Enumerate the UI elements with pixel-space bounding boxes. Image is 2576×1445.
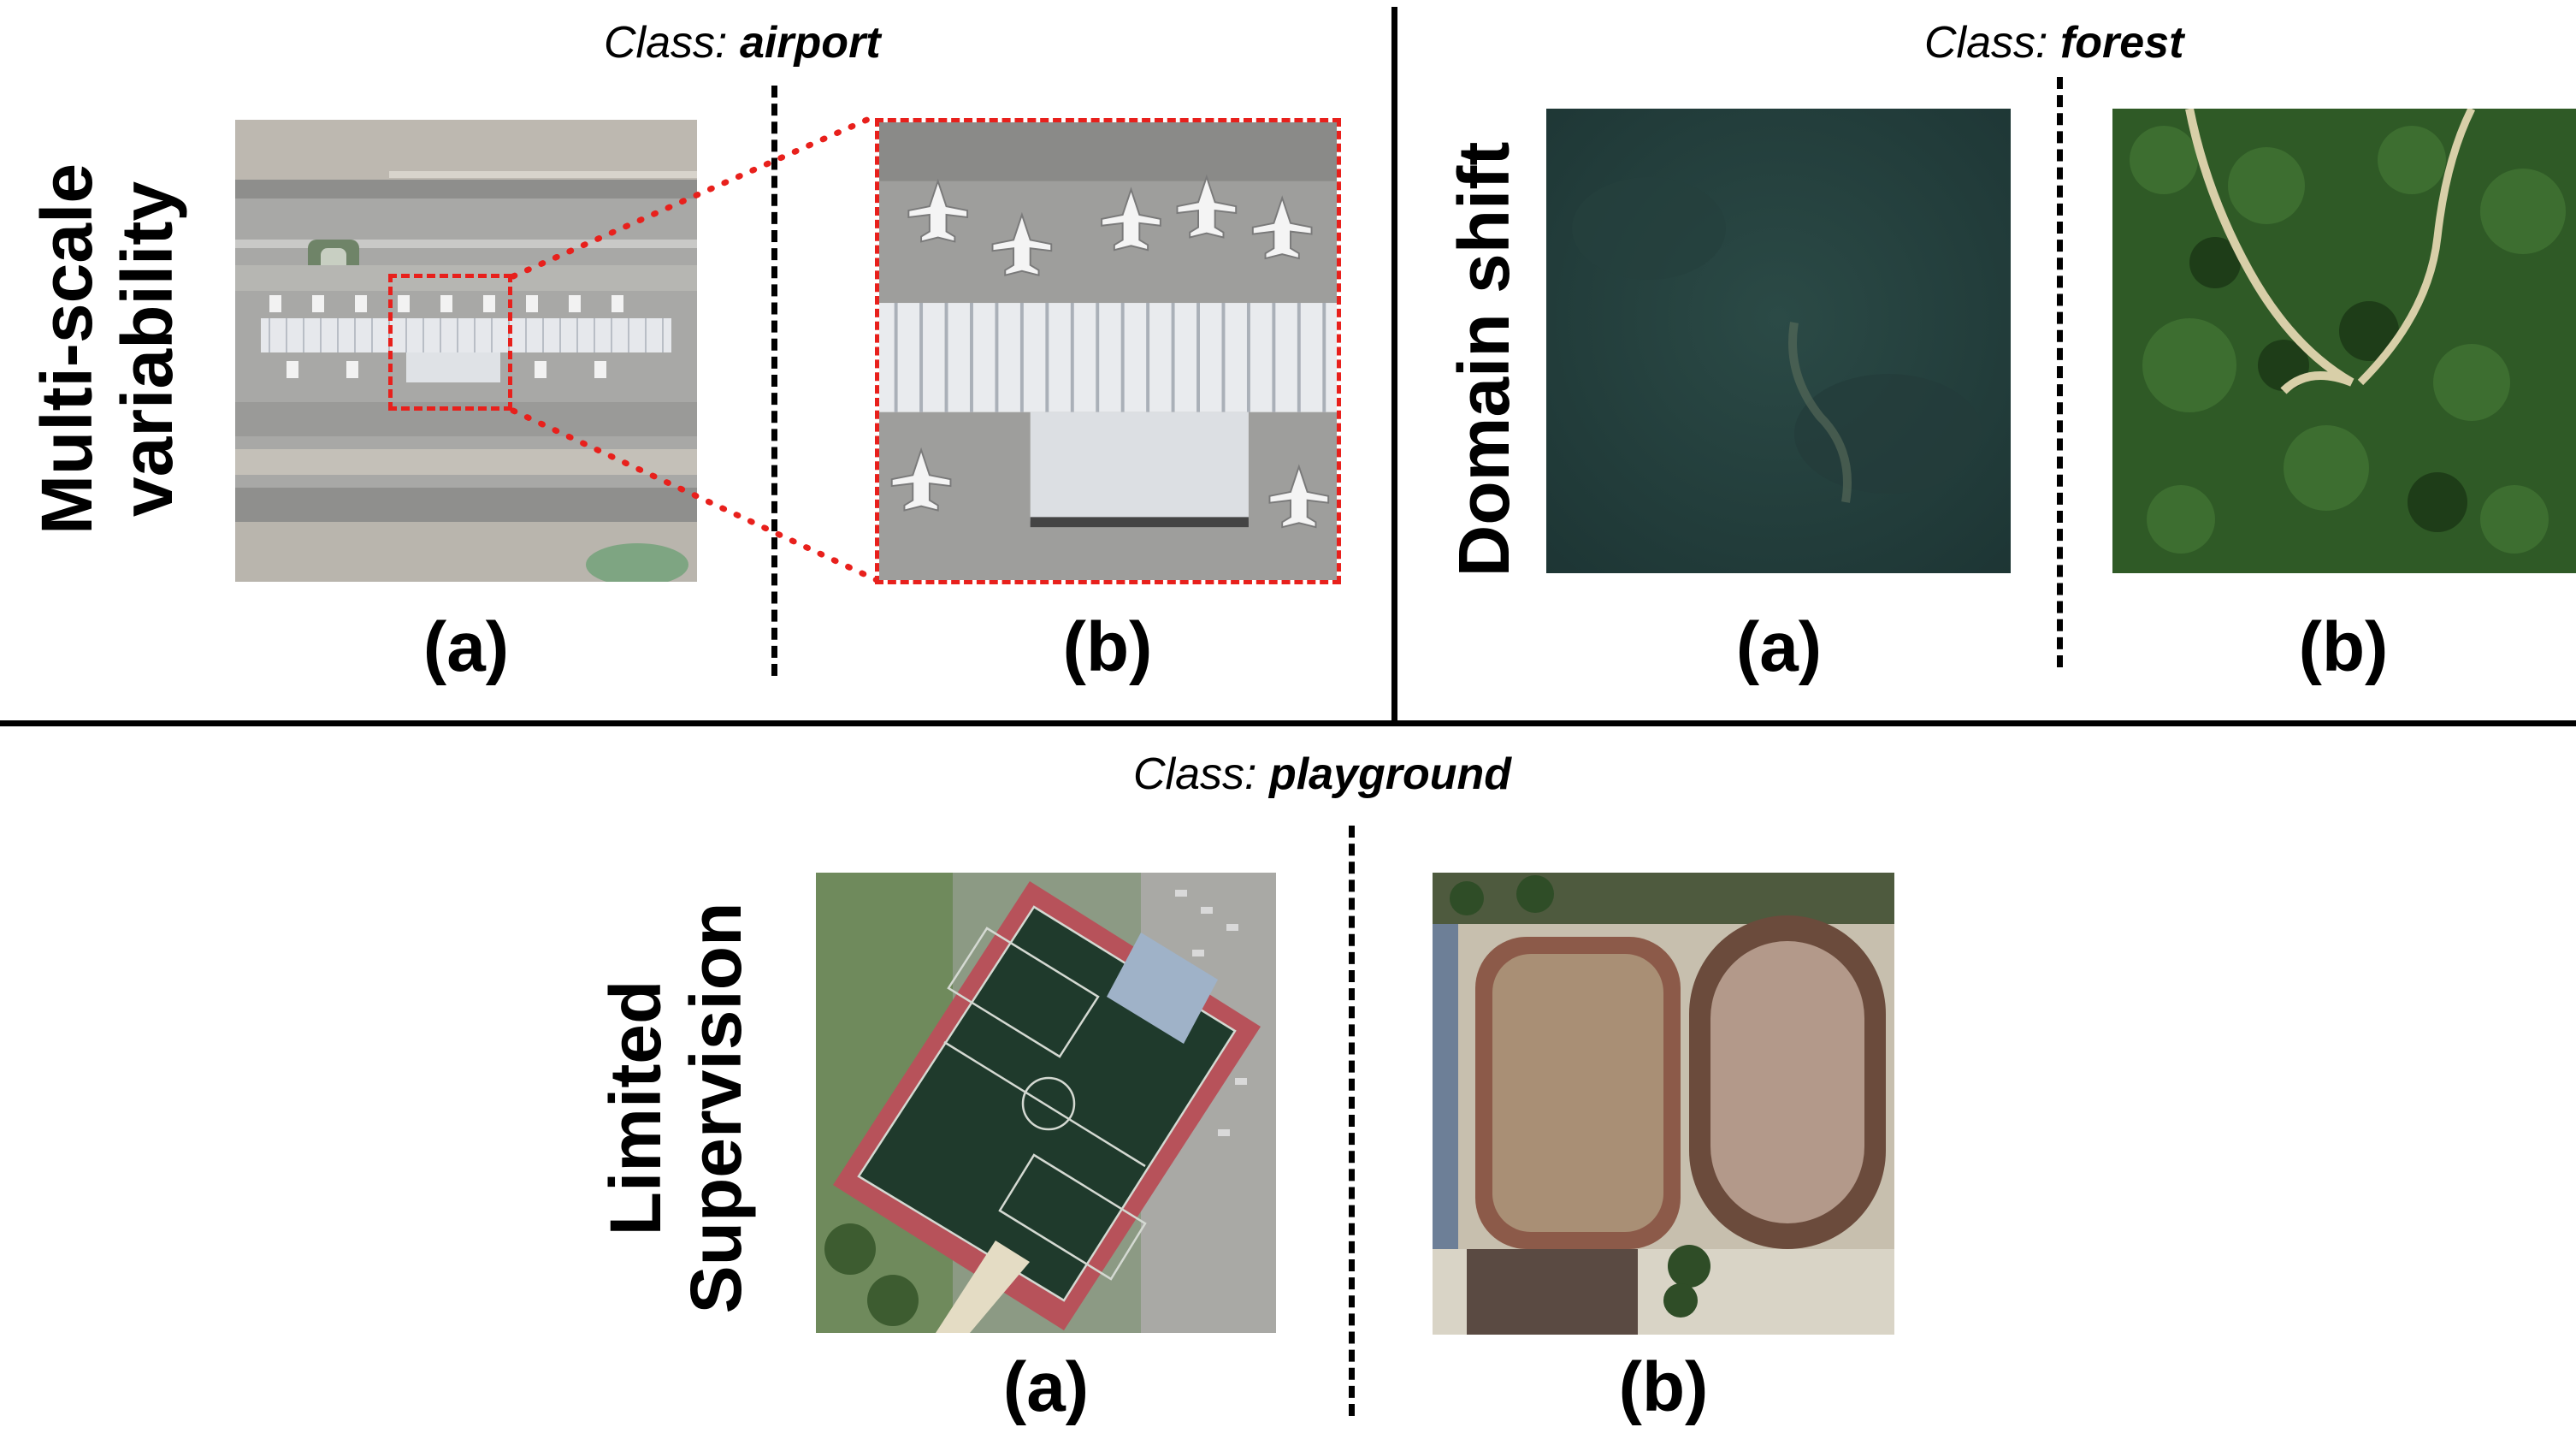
class-title-airport: Class: airport — [604, 17, 881, 68]
subfigure-label-airport-a: (a) — [422, 608, 510, 686]
subfigure-label-forest-a: (a) — [1735, 608, 1823, 686]
class-prefix: Class: — [604, 18, 728, 68]
subfigure-label-airport-b: (b) — [1062, 608, 1153, 686]
class-prefix: Class: — [1133, 749, 1257, 799]
class-name: forest — [2059, 18, 2184, 68]
subfigure-label-forest-b: (b) — [2298, 608, 2389, 686]
horizontal-divider — [0, 720, 2576, 726]
row-label-multi-scale: Multi-scale variability — [26, 163, 187, 536]
airport-image-b — [875, 118, 1341, 584]
playground-image-a — [816, 873, 1276, 1333]
zoom-connector-lines — [510, 112, 880, 583]
row-label-domain-shift: Domain shift — [1443, 141, 1524, 577]
class-name: airport — [739, 18, 881, 68]
zoom-region-box — [388, 274, 512, 411]
forest-image-a — [1546, 109, 2011, 573]
vertical-divider — [1391, 7, 1397, 720]
dashed-separator-airport — [771, 86, 777, 676]
class-prefix: Class: — [1924, 18, 2048, 68]
subfigure-label-playground-a: (a) — [1002, 1348, 1090, 1426]
class-title-forest: Class: forest — [1924, 17, 2183, 68]
class-title-playground: Class: playground — [1133, 749, 1511, 800]
class-name: playground — [1268, 749, 1512, 799]
forest-image-b — [2112, 109, 2576, 573]
airport-image-a — [235, 120, 697, 582]
row-label-limited-supervision: Limited Supervision — [594, 902, 756, 1314]
playground-image-b — [1433, 873, 1894, 1335]
dashed-separator-forest — [2057, 77, 2063, 667]
dashed-separator-playground — [1349, 826, 1355, 1416]
subfigure-label-playground-b: (b) — [1618, 1348, 1709, 1426]
